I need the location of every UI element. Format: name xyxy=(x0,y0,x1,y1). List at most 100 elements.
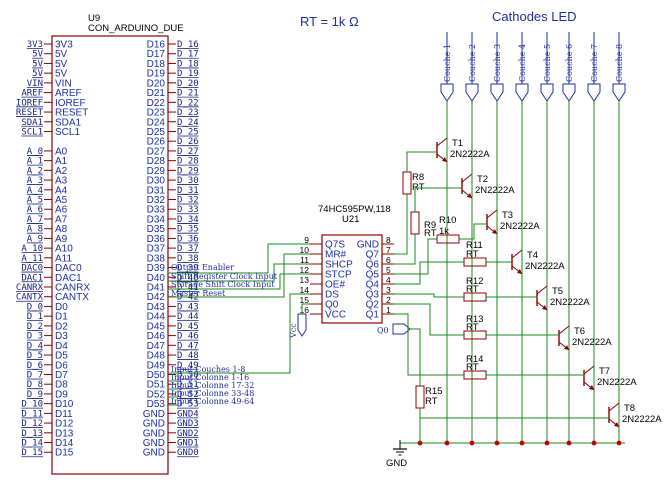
arduino-net-label: D_9 xyxy=(27,390,43,400)
arduino-net-label: D_2 xyxy=(27,322,43,332)
arduino-net-label: D_40 xyxy=(177,273,199,283)
sr-pin-name: STCP xyxy=(325,270,352,281)
arduino-pin-label: D31 xyxy=(147,185,166,196)
arduino-net-label: D_33 xyxy=(177,205,199,215)
sr-pin-name: Q6 xyxy=(366,260,380,271)
arduino-pin-label: D23 xyxy=(147,108,166,119)
arduino-net-label: D_47 xyxy=(177,341,199,351)
arduino-pin-label: 5V xyxy=(55,49,68,60)
arduino-net-label: D_31 xyxy=(177,186,199,196)
arduino-net-label: A_3 xyxy=(27,176,43,186)
shift-register-part: 74HC595PW,118 xyxy=(318,204,391,215)
sr-pin-number: 11 xyxy=(300,255,309,265)
arduino-pin-label: A5 xyxy=(55,195,68,206)
transistor-part: 2N2222A xyxy=(500,221,540,232)
sr-pin-name: Q0 xyxy=(325,300,339,311)
arduino-pin-label: D40 xyxy=(147,273,166,284)
transistor-collector xyxy=(608,402,620,412)
signal-label: Input Colonne 33-48 xyxy=(171,389,254,398)
junction xyxy=(444,440,450,446)
couche-label: Couche 8 xyxy=(615,44,624,82)
arduino-net-label: D_8 xyxy=(27,380,43,390)
arduino-pin-label: D2 xyxy=(55,321,68,332)
resistor-value: RT xyxy=(466,284,479,295)
control-wires xyxy=(168,243,310,406)
resistor-ref: R15 xyxy=(425,386,442,397)
sr-pin-number: 3 xyxy=(386,285,391,295)
arduino-net-label: D_5 xyxy=(27,351,43,361)
transistor-ref: T3 xyxy=(502,210,513,221)
wire xyxy=(394,234,416,265)
arduino-pin-label: D9 xyxy=(55,389,68,400)
transistor-collector xyxy=(511,249,523,259)
arduino-pin-label: D37 xyxy=(147,244,166,255)
arduino-pin-label: A11 xyxy=(55,253,72,264)
wire xyxy=(394,293,464,298)
arduino-net-label: A_9 xyxy=(27,234,43,244)
arduino-pin-label: D24 xyxy=(147,117,166,128)
arduino-net-label: D_22 xyxy=(177,98,199,108)
arduino-net-label: GND4 xyxy=(177,409,199,419)
signal-label: Shift Register Clock Input xyxy=(171,272,278,281)
gnd-label: GND xyxy=(386,458,407,469)
sr-pin-number: 6 xyxy=(386,255,391,265)
arduino-pin-label: A1 xyxy=(55,156,68,167)
arduino-net-label: D_44 xyxy=(177,312,199,322)
arduino-net-label: D_16 xyxy=(177,40,199,50)
arduino-net-label: DAC1 xyxy=(21,273,43,283)
arduino-net-label: A_1 xyxy=(27,157,43,167)
couche-label: Couche 1 xyxy=(443,44,452,82)
arduino-pin-label: D32 xyxy=(147,195,166,206)
arduino-pin-label: D4 xyxy=(55,341,68,352)
arduino-net-label: D_15 xyxy=(21,448,43,458)
arduino-net-label: D_21 xyxy=(177,89,199,99)
arduino-pin-label: D1 xyxy=(55,312,68,323)
arduino-pin-label: D49 xyxy=(147,360,166,371)
arduino-net-label: D_48 xyxy=(177,351,199,361)
resistor-value: RT xyxy=(466,322,479,333)
sr-pin-number: 5 xyxy=(386,265,391,275)
arduino-pin-label: D17 xyxy=(147,49,166,60)
arduino-pin-label: A4 xyxy=(55,185,68,196)
signal-label: Output Enabler xyxy=(171,263,234,272)
transistor-part: 2N2222A xyxy=(597,377,637,388)
sr-pin-name: MR# xyxy=(325,250,347,261)
sr-pin-number: 7 xyxy=(386,245,391,255)
transistor-part: 2N2222A xyxy=(572,337,612,348)
sr-pin-number: 16 xyxy=(300,305,310,315)
sr-pin-name: OE# xyxy=(325,280,345,291)
sr-pin-name: SHCP xyxy=(325,260,353,271)
sr-pin-name: VCC xyxy=(325,310,346,321)
wire xyxy=(394,303,464,336)
cathodes-title: Cathodes LED xyxy=(492,9,577,24)
wire xyxy=(394,194,408,255)
arduino-pin-label: D8 xyxy=(55,380,68,391)
arduino-pin-label: GND xyxy=(143,428,165,439)
arduino-net-label: D_49 xyxy=(177,361,199,371)
arduino-ref: U9 xyxy=(88,13,100,24)
transistor-part: 2N2222A xyxy=(550,297,590,308)
arduino-pin-label: GND xyxy=(143,419,165,430)
wire xyxy=(394,238,437,275)
arduino-net-label: D_4 xyxy=(27,341,43,351)
arduino-pin-label: D3 xyxy=(55,331,68,342)
arduino-pin-label: D18 xyxy=(147,59,166,70)
arduino-net-label: 3V3 xyxy=(27,40,43,50)
arduino-net-label: D_13 xyxy=(21,429,43,439)
arduino-net-label: A_11 xyxy=(21,254,43,264)
junction xyxy=(591,440,597,446)
arduino-pin-label: D7 xyxy=(55,370,68,381)
arduino-pin-label: D5 xyxy=(55,351,68,362)
couche-label: Couche 3 xyxy=(493,44,502,82)
arduino-net-label: D_39 xyxy=(177,264,199,274)
arduino-pin-label: D27 xyxy=(147,146,166,157)
transistor-collector xyxy=(486,209,498,219)
transistor-collector xyxy=(583,365,595,375)
sr-pin-name: Q7 xyxy=(366,250,380,261)
sr-pin-name: GND xyxy=(357,240,379,251)
transistor-arrow xyxy=(614,422,619,427)
arduino-net-label: D_11 xyxy=(21,409,43,419)
sr-pin-name: Q4 xyxy=(366,280,380,291)
resistor-value: RT xyxy=(466,249,479,260)
sr-pin-number: 4 xyxy=(386,275,391,285)
